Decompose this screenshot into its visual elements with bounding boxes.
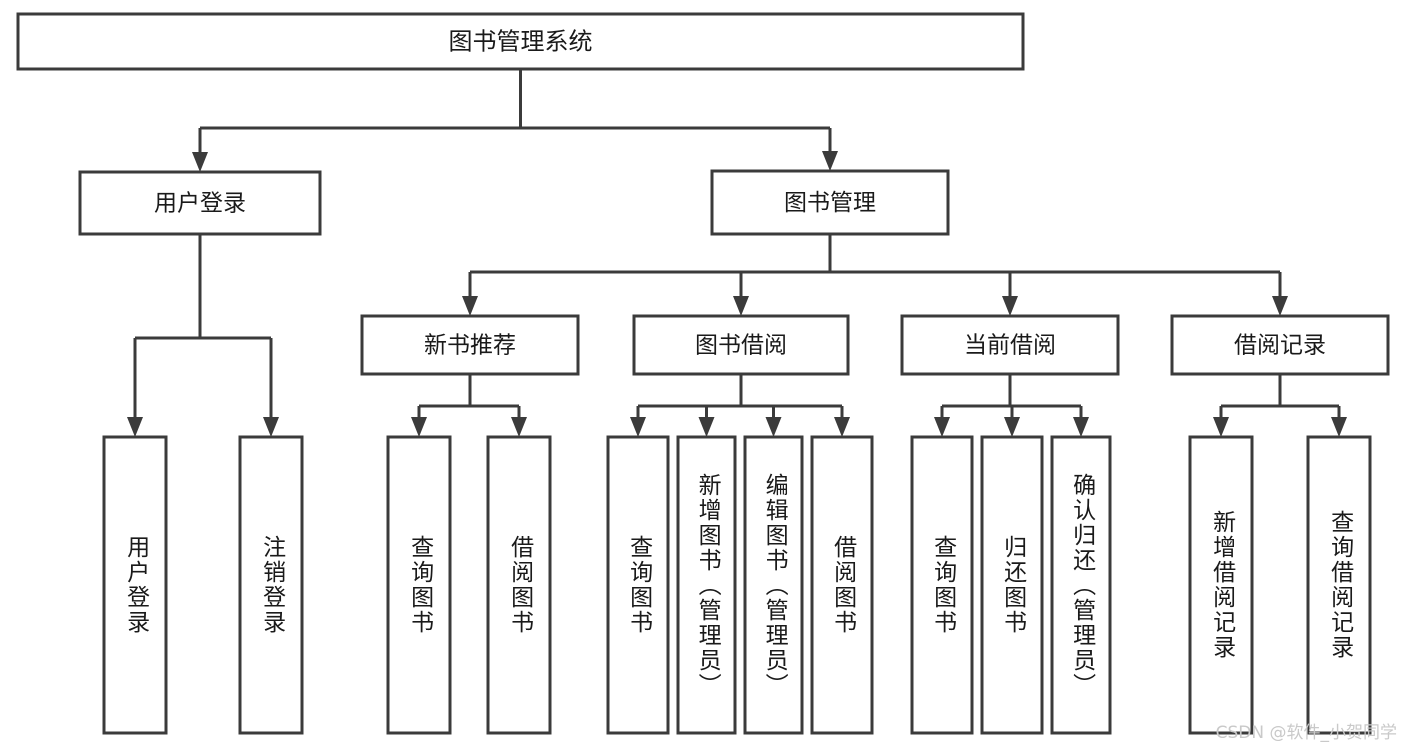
- leaf-node-rect: [910, 435, 974, 735]
- leaf-node-leaf-add-book[interactable]: [676, 435, 737, 735]
- arrow-head-icon: [411, 417, 427, 437]
- arrow-head-icon: [263, 417, 279, 437]
- arrow-head-icon: [1002, 296, 1018, 316]
- connector-layer: [127, 69, 1347, 437]
- level2-node-user-login-rect: [78, 170, 322, 236]
- arrow-head-icon: [511, 417, 527, 437]
- root-node-book-management-system-rect: [16, 12, 1025, 71]
- arrow-head-icon: [1213, 417, 1229, 437]
- leaf-node-leaf-query-record[interactable]: [1306, 435, 1372, 735]
- leaf-node-rect: [1188, 435, 1254, 735]
- leaf-node-rect: [386, 435, 452, 735]
- root-node-book-management-system[interactable]: 图书管理系统: [16, 12, 1025, 71]
- leaf-node-rect: [238, 435, 304, 735]
- level3-node-current-borrow[interactable]: 当前借阅: [900, 314, 1120, 376]
- arrow-head-icon: [698, 417, 715, 437]
- leaf-node-rect: [810, 435, 874, 735]
- arrow-head-icon: [192, 152, 208, 172]
- leaf-node-rect: [606, 435, 670, 735]
- arrow-head-icon: [733, 296, 749, 316]
- leaf-node-rect: [743, 435, 804, 735]
- level3-node-new-book-recommend-label: 新书推荐: [424, 333, 516, 359]
- level2-node-book-manage[interactable]: 图书管理: [710, 169, 950, 236]
- arrow-head-icon: [822, 151, 838, 171]
- leaf-node-leaf-add-record[interactable]: [1188, 435, 1254, 735]
- level2-node-book-manage-label: 图书管理: [784, 190, 876, 216]
- leaf-node-leaf-user-login[interactable]: [102, 435, 168, 735]
- level3-node-book-borrow-label: 图书借阅: [695, 333, 787, 359]
- arrow-head-icon: [1004, 417, 1020, 437]
- leaf-node-leaf-return-book[interactable]: [980, 435, 1044, 735]
- level3-node-new-book-recommend[interactable]: 新书推荐: [360, 314, 580, 376]
- leaf-node-leaf-borrow-book-1[interactable]: [486, 435, 552, 735]
- csdn-watermark: CSDN @软件_小贺同学: [1215, 723, 1397, 743]
- level3-node-book-borrow[interactable]: 图书借阅: [632, 314, 850, 376]
- level2-node-book-manage-rect: [710, 169, 950, 236]
- arrow-head-icon: [1073, 417, 1089, 437]
- leaf-node-leaf-query-book-3[interactable]: [910, 435, 974, 735]
- arrow-head-icon: [462, 296, 478, 316]
- level2-node-user-login[interactable]: 用户登录: [78, 170, 322, 236]
- level3-node-current-borrow-label: 当前借阅: [964, 333, 1056, 359]
- leaf-node-leaf-edit-book[interactable]: [743, 435, 804, 735]
- leaf-node-rect: [486, 435, 552, 735]
- leaf-node-rect: [102, 435, 168, 735]
- arrow-head-icon: [765, 417, 782, 437]
- level3-node-borrow-record-rect: [1170, 314, 1390, 376]
- level2-node-user-login-label: 用户登录: [154, 191, 246, 217]
- level3-node-borrow-record[interactable]: 借阅记录: [1170, 314, 1390, 376]
- leaf-node-leaf-logout[interactable]: [238, 435, 304, 735]
- root-node-book-management-system-label: 图书管理系统: [449, 28, 593, 56]
- arrow-head-icon: [127, 417, 143, 437]
- leaf-node-rect: [676, 435, 737, 735]
- leaf-node-leaf-confirm-return[interactable]: [1050, 435, 1112, 735]
- leaf-node-rect: [1050, 435, 1112, 735]
- leaf-node-rect: [1306, 435, 1372, 735]
- arrow-head-icon: [934, 417, 950, 437]
- leaf-node-rect: [980, 435, 1044, 735]
- arrow-head-icon: [834, 417, 850, 437]
- leaf-node-leaf-query-book-1[interactable]: [386, 435, 452, 735]
- level3-node-current-borrow-rect: [900, 314, 1120, 376]
- arrow-head-icon: [630, 417, 646, 437]
- level3-node-new-book-recommend-rect: [360, 314, 580, 376]
- level3-node-borrow-record-label: 借阅记录: [1234, 333, 1326, 359]
- arrow-head-icon: [1272, 296, 1288, 316]
- leaf-node-leaf-query-book-2[interactable]: [606, 435, 670, 735]
- level3-node-book-borrow-rect: [632, 314, 850, 376]
- leaf-node-leaf-borrow-book-2[interactable]: [810, 435, 874, 735]
- arrow-head-icon: [1331, 417, 1347, 437]
